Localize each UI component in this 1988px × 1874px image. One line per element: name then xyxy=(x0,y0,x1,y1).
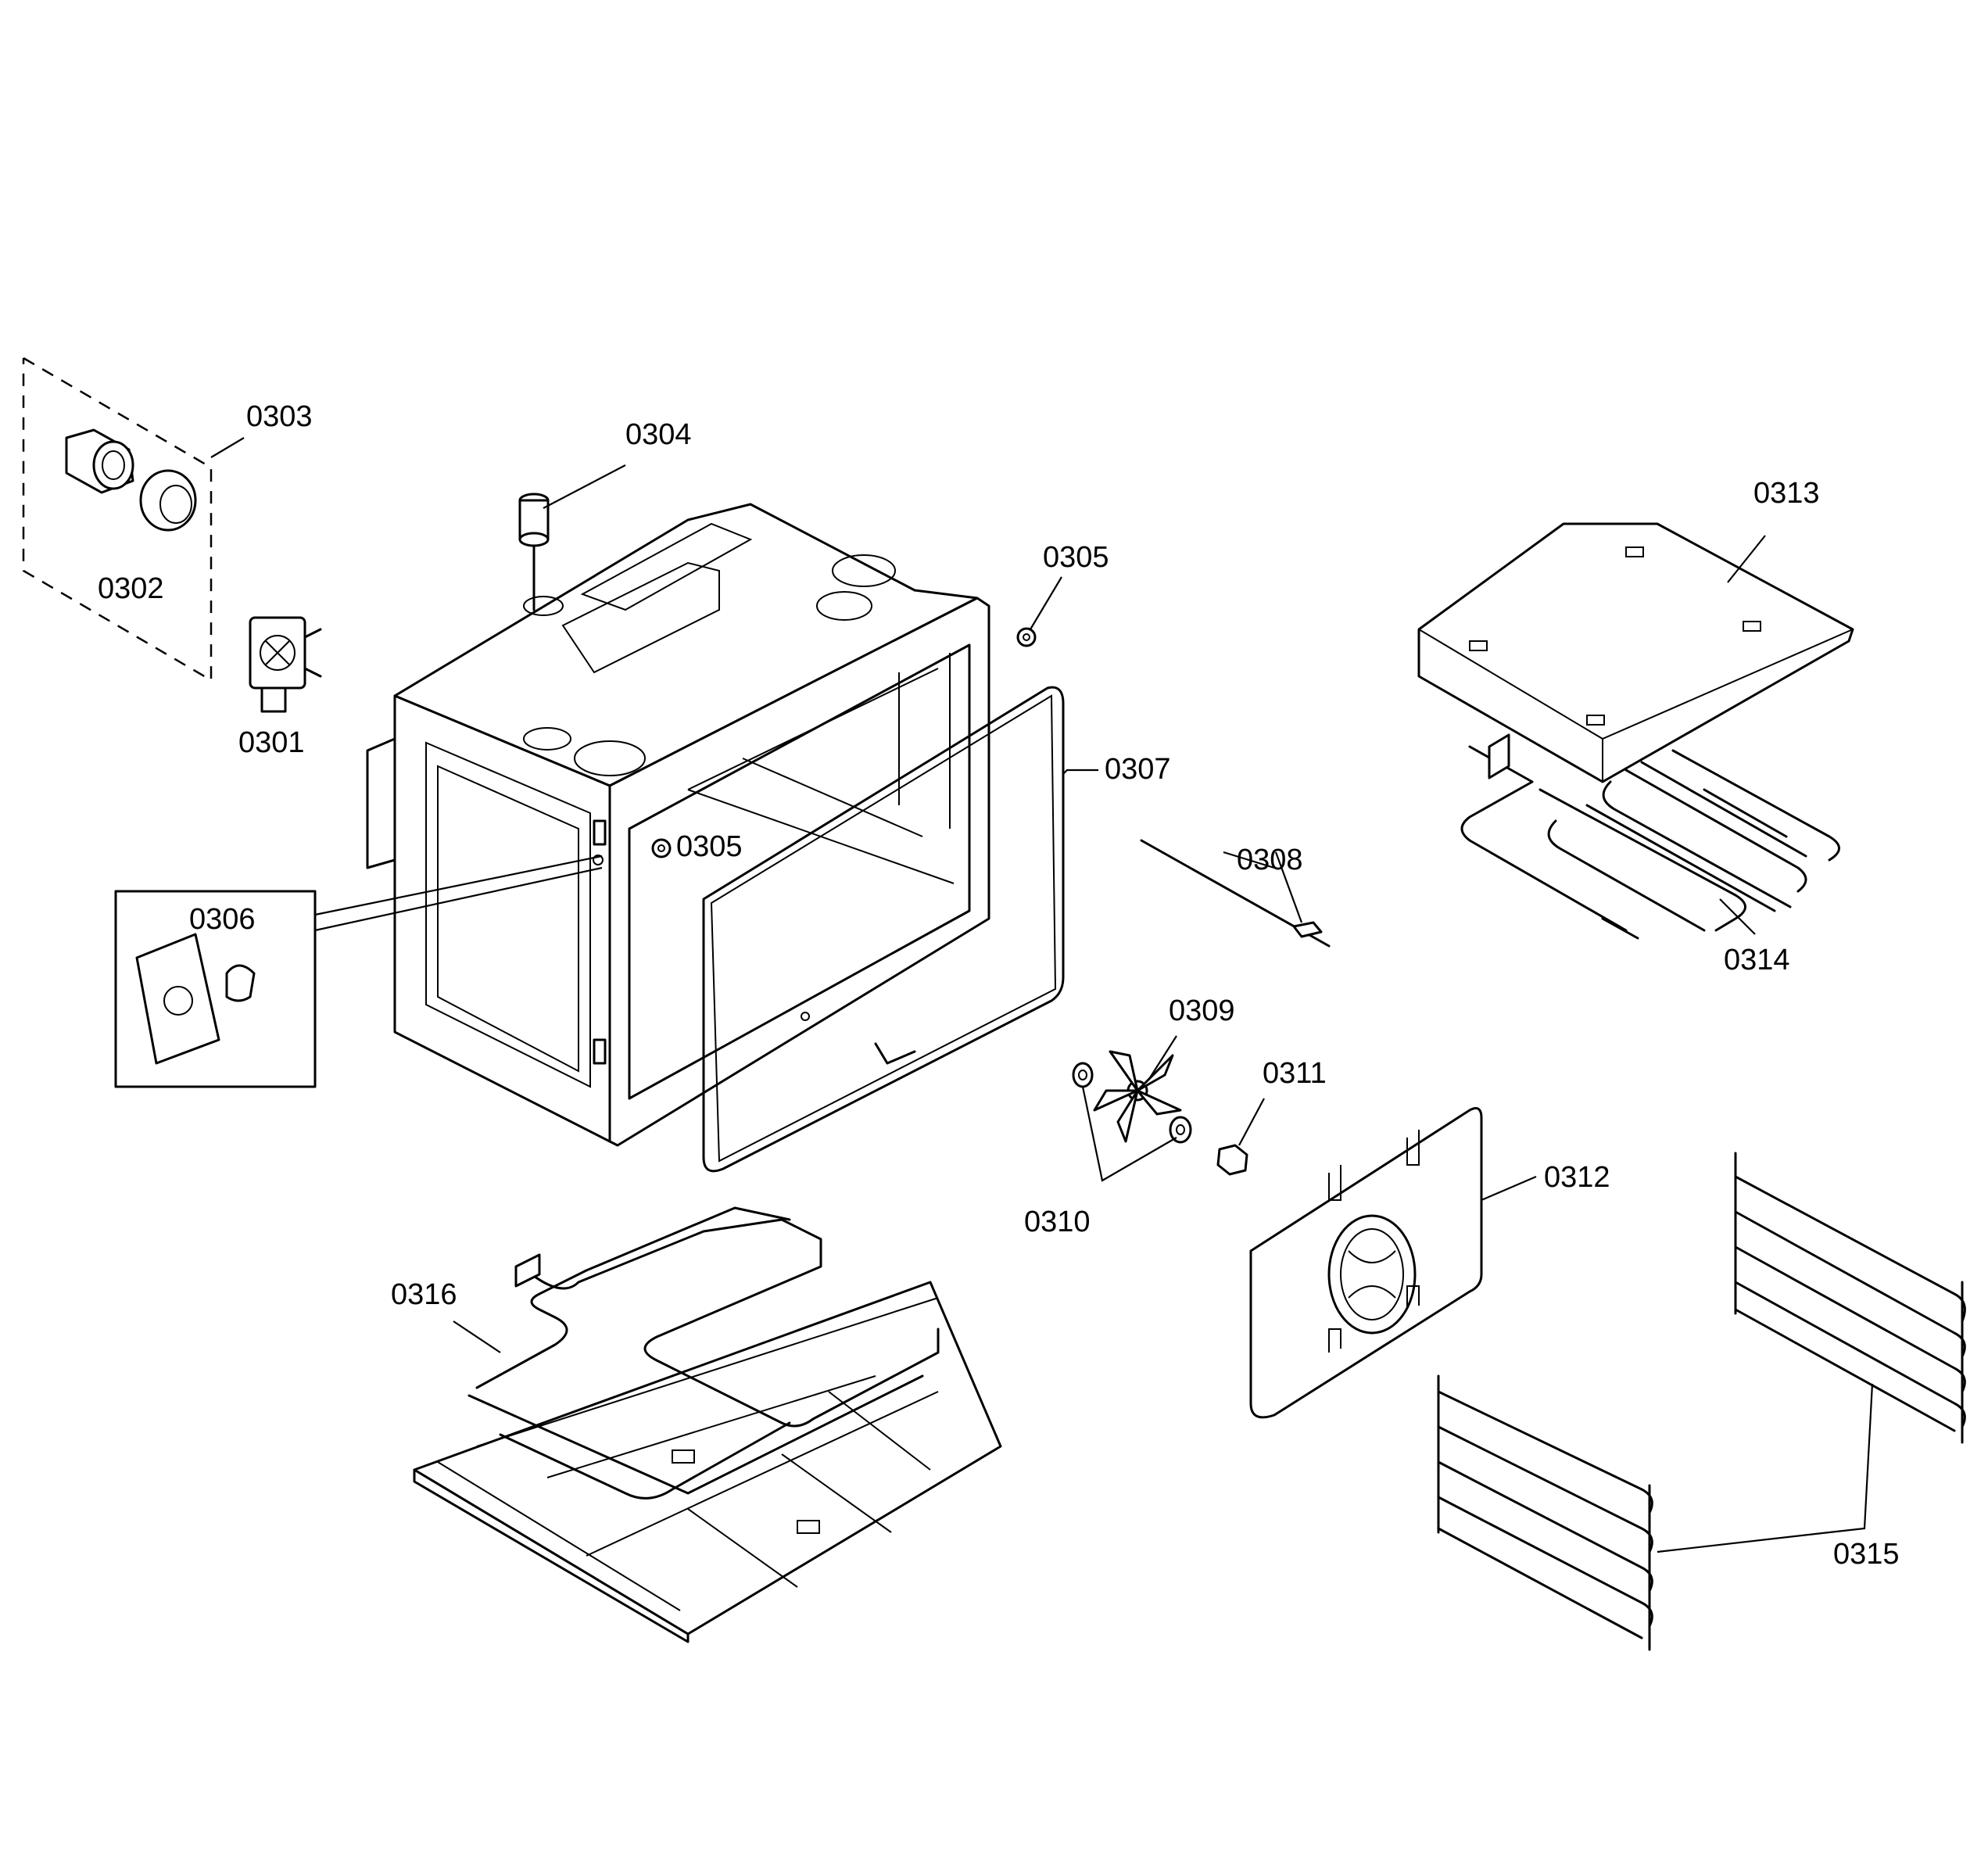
rear-fan-cover xyxy=(1249,1107,1483,1419)
lamp-glass-cover xyxy=(139,469,197,532)
label-0305-upper: 0305 xyxy=(1043,541,1109,574)
nut-lower xyxy=(651,838,672,858)
fan-motor xyxy=(249,616,322,713)
label-0306: 0306 xyxy=(189,903,256,936)
label-0312: 0312 xyxy=(1544,1161,1610,1194)
door-gasket xyxy=(702,686,1065,1173)
side-rack-left xyxy=(1437,1374,1653,1651)
leader-lines xyxy=(210,437,1874,1553)
label-0307: 0307 xyxy=(1105,753,1171,786)
label-0308: 0308 xyxy=(1237,844,1303,876)
lamp-assembly-group xyxy=(22,357,213,683)
label-0303: 0303 xyxy=(246,400,313,433)
label-0304: 0304 xyxy=(625,418,692,451)
label-0310: 0310 xyxy=(1024,1206,1091,1238)
inset-detail-box xyxy=(114,855,603,1088)
label-0315: 0315 xyxy=(1833,1538,1900,1571)
label-0314: 0314 xyxy=(1724,944,1790,976)
top-heating-element xyxy=(1460,733,1840,940)
lamp-socket xyxy=(65,428,134,494)
top-reflector-plate xyxy=(1417,522,1854,783)
label-0313: 0313 xyxy=(1753,477,1820,510)
temperature-probe xyxy=(1140,839,1331,948)
thermostat-sensor xyxy=(518,493,550,611)
fan-washers xyxy=(1072,1062,1192,1144)
side-rack-right xyxy=(1734,1152,1966,1444)
label-0305-lower: 0305 xyxy=(676,830,743,863)
fan-nut xyxy=(1216,1144,1248,1176)
oven-cavity xyxy=(366,503,990,1147)
label-0311: 0311 xyxy=(1263,1057,1327,1090)
label-0301: 0301 xyxy=(238,726,305,759)
fan-blade xyxy=(1093,1050,1182,1143)
label-0309: 0309 xyxy=(1169,994,1235,1027)
label-0316: 0316 xyxy=(391,1278,457,1311)
label-0302: 0302 xyxy=(98,572,164,605)
bottom-heating-element xyxy=(413,1206,1002,1643)
nut-upper xyxy=(1016,627,1037,647)
